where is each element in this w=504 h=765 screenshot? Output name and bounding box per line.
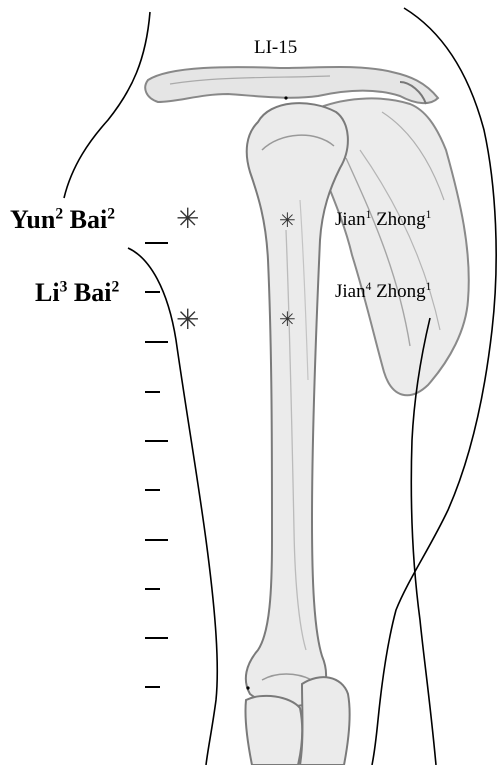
landmark-label: LI-15: [254, 38, 297, 57]
point-label-jianzhong-upper: Jian1 Zhong1: [335, 210, 431, 229]
point-label-yunbai: Yun2 Bai2: [10, 207, 115, 233]
syllable: Zhong: [376, 281, 426, 302]
syllable: Yun: [10, 205, 55, 234]
acupoint-marker-humerus-lower: ✳: [279, 310, 296, 330]
syllable: Jian: [335, 281, 366, 302]
syllable: Li: [35, 278, 60, 307]
chest-outline: [64, 12, 150, 198]
tone: 2: [55, 205, 63, 222]
tone: 2: [107, 205, 115, 222]
syllable: Bai: [74, 278, 112, 307]
acupoint-marker-yunbai: ✳: [176, 206, 199, 234]
radius: [300, 677, 350, 765]
tone: 3: [60, 278, 68, 295]
landmark-dot-elbow: [246, 686, 249, 689]
acupoint-marker-humerus-upper: ✳: [279, 211, 296, 231]
tone: 1: [366, 209, 372, 221]
syllable: Zhong: [376, 209, 426, 230]
acupoint-marker-libai: ✳: [176, 307, 199, 335]
syllable: Bai: [70, 205, 108, 234]
clavicle: [145, 67, 438, 103]
point-label-jianzhong-lower: Jian4 Zhong1: [335, 282, 431, 301]
tone: 1: [426, 281, 432, 293]
tone: 1: [426, 209, 432, 221]
point-label-libai: Li3 Bai2: [35, 280, 119, 306]
ulna: [245, 696, 302, 765]
arm-inner-outline: [128, 248, 217, 765]
tone: 4: [366, 281, 372, 293]
tone: 2: [111, 278, 119, 295]
landmark-dot: [284, 96, 287, 99]
measurement-ticks: [145, 243, 168, 687]
syllable: Jian: [335, 209, 366, 230]
